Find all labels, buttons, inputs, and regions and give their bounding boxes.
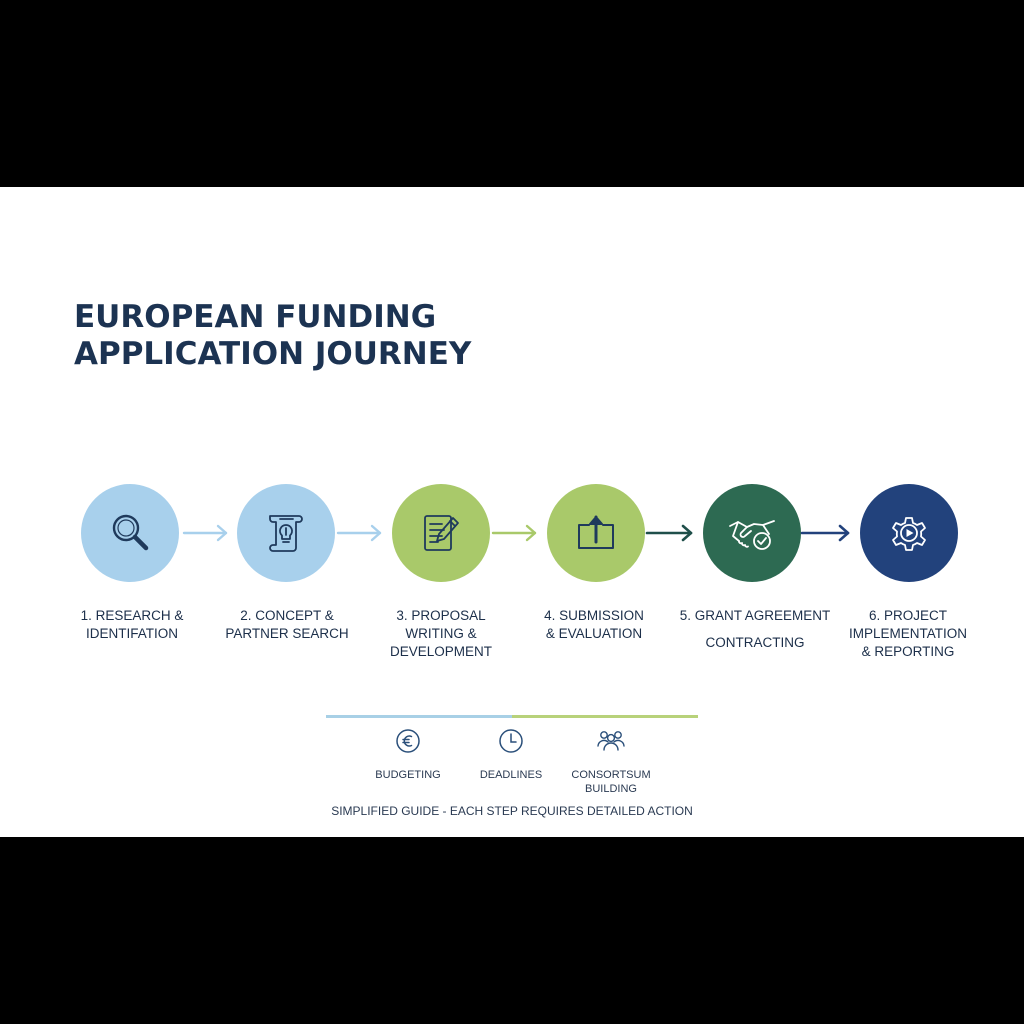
legend-consortium-label-line-1: CONSORTSUM <box>571 769 651 781</box>
step-2-label: 2. CONCEPT & PARTNER SEARCH <box>207 607 367 643</box>
magnifier-icon <box>112 514 149 551</box>
legend-consortium: CONSORTSUM BUILDING <box>551 728 671 796</box>
handshake-check-icon <box>729 520 775 550</box>
step-6-circle <box>860 484 958 582</box>
title-line-1: EUROPEAN FUNDING <box>74 299 437 335</box>
step-1-circle <box>81 484 179 582</box>
step-3-label-line-1: 3. PROPOSAL <box>396 608 486 623</box>
legend-budgeting: BUDGETING <box>348 728 468 782</box>
arrow-2 <box>336 524 382 542</box>
step-3-label: 3. PROPOSAL WRITING & DEVELOPMENT <box>361 607 521 661</box>
step-6-label: 6. PROJECT IMPLEMENTATION & REPORTING <box>828 607 988 661</box>
step-1-label-line-1: 1. RESEARCH & <box>80 608 184 623</box>
step-3-label-line-3: DEVELOPMENT <box>389 644 493 659</box>
scroll-lightbulb-icon <box>269 515 303 552</box>
page-title: EUROPEAN FUNDING APPLICATION JOURNEY <box>74 299 471 373</box>
slide: EUROPEAN FUNDING APPLICATION JOURNEY 1. … <box>0 187 1024 837</box>
step-1-label: 1. RESEARCH & IDENTIFATION <box>52 607 212 643</box>
document-pencil-icon <box>424 515 459 551</box>
legend-deadlines-label: DEADLINES <box>479 769 543 781</box>
step-3-circle <box>392 484 490 582</box>
step-4-label: 4. SUBMISSION & EVALUATION <box>514 607 674 643</box>
title-line-2: APPLICATION JOURNEY <box>74 336 472 372</box>
legend-budgeting-label: BUDGETING <box>375 769 441 781</box>
step-4-circle <box>547 484 645 582</box>
gear-play-icon <box>892 517 926 551</box>
step-2-circle <box>237 484 335 582</box>
step-5-circle <box>703 484 801 582</box>
step-2-label-line-1: 2. CONCEPT & <box>240 608 334 623</box>
arrow-3 <box>491 524 537 542</box>
people-icon <box>597 731 625 751</box>
legend-deadlines: DEADLINES <box>451 728 571 782</box>
legend-consortium-label-line-2: BUILDING <box>585 783 637 795</box>
step-6-label-line-3: & REPORTING <box>861 644 955 659</box>
arrow-5 <box>800 524 850 542</box>
step-4-label-line-2: & EVALUATION <box>545 626 643 641</box>
clock-icon <box>499 729 523 753</box>
upload-box-icon <box>578 515 614 549</box>
step-5-label-line-2: CONTRACTING <box>705 635 805 650</box>
arrow-4 <box>645 524 693 542</box>
step-6-label-line-1: 6. PROJECT <box>868 608 947 623</box>
step-5-label: 5. GRANT AGREEMENT CONTRACTING <box>672 607 838 652</box>
step-2-label-line-2: PARTNER SEARCH <box>225 626 349 641</box>
divider-green-segment <box>512 715 698 718</box>
footnote: SIMPLIFIED GUIDE - EACH STEP REQUIRES DE… <box>331 804 693 818</box>
step-1-label-line-2: IDENTIFATION <box>85 626 178 641</box>
arrow-1 <box>182 524 228 542</box>
divider-blue-segment <box>326 715 512 718</box>
step-3-label-line-2: WRITING & <box>405 626 477 641</box>
step-6-label-line-2: IMPLEMENTATION <box>848 626 967 641</box>
euro-icon <box>396 729 420 753</box>
step-4-label-line-1: 4. SUBMISSION <box>544 608 644 623</box>
step-5-label-line-1: 5. GRANT AGREEMENT <box>679 608 831 623</box>
